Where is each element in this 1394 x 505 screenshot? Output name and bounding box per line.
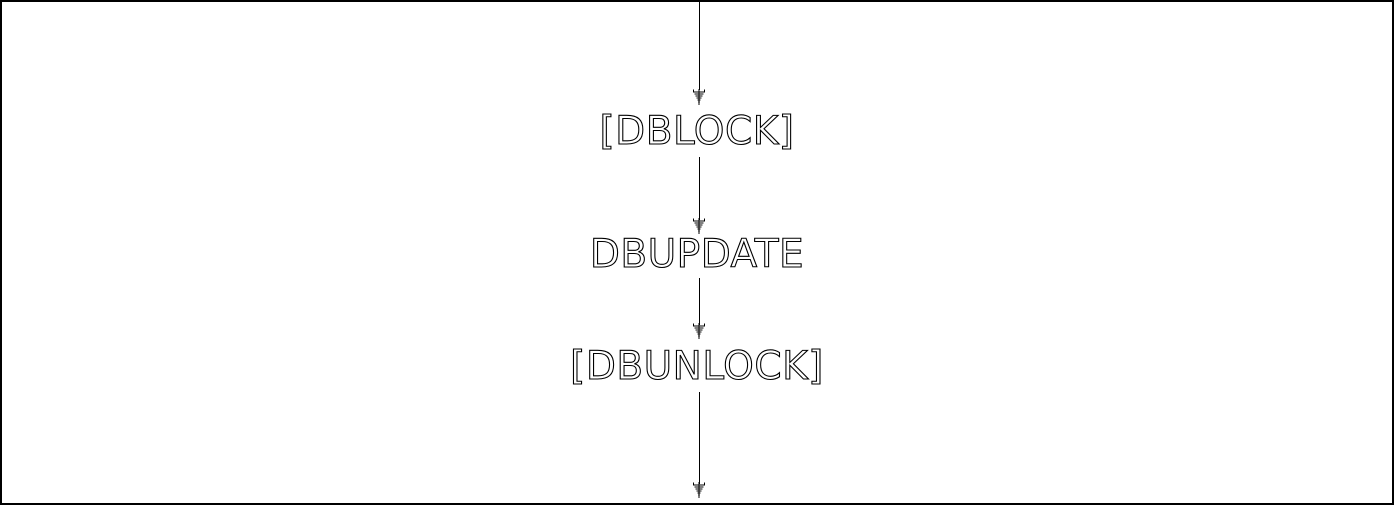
flow-line-segment bbox=[699, 157, 700, 220]
node-label-dbupdate: DBUPDATE bbox=[589, 232, 805, 277]
node-label-dblock: [DBLOCK] bbox=[599, 109, 795, 154]
flow-line-segment bbox=[699, 278, 700, 325]
arrow-down-icon bbox=[693, 482, 705, 498]
arrow-down-icon bbox=[693, 218, 705, 234]
arrow-down-icon bbox=[693, 89, 705, 105]
flow-line-segment bbox=[699, 392, 700, 484]
arrow-down-icon bbox=[693, 323, 705, 339]
node-label-dbunlock: [DBUNLOCK] bbox=[570, 344, 824, 389]
flow-line-segment bbox=[699, 2, 700, 90]
